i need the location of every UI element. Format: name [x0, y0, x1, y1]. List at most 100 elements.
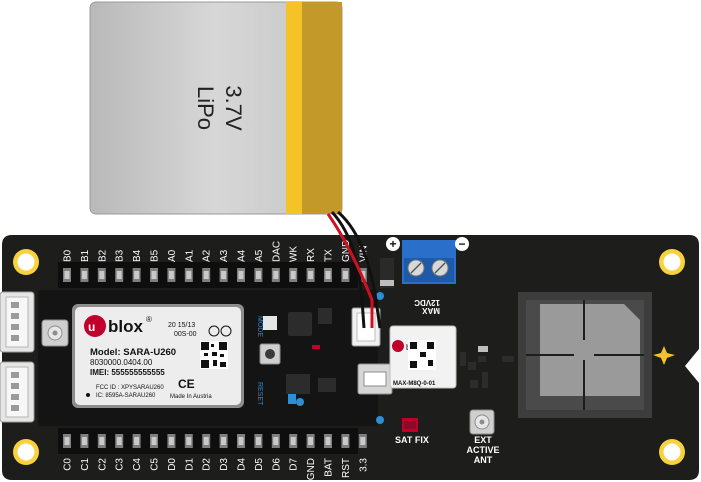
- pin-label-bottom-13: D7: [289, 458, 300, 471]
- minus-icon: [455, 237, 469, 251]
- chip: [286, 374, 310, 394]
- battery-wire-black-2: [337, 210, 382, 329]
- mode-label: MODE: [256, 316, 263, 337]
- terminal-voltage-label: 12VDC: [414, 298, 440, 307]
- gps-patch-antenna: [518, 292, 652, 418]
- svg-text:u: u: [88, 320, 95, 334]
- svg-text:−: −: [458, 237, 465, 251]
- pin-label-top-7: A1: [184, 249, 195, 262]
- pin-label-bottom-5: C5: [150, 458, 161, 471]
- pin-label-bottom-4: C4: [132, 458, 143, 471]
- smd-component: [312, 345, 320, 349]
- pin-label-bottom-16: RST: [341, 458, 352, 478]
- smd-component: [460, 352, 466, 366]
- pin-label-top-16: GND: [341, 240, 352, 262]
- pin-label-top-2: B2: [97, 249, 108, 262]
- pin-label-bottom-11: D5: [254, 458, 265, 471]
- pin-label-top-8: A2: [202, 249, 213, 262]
- svg-text:00S-00: 00S-00: [174, 331, 197, 338]
- certification-icons: [208, 325, 232, 337]
- svg-text:FCC ID : XPYSARAU260: FCC ID : XPYSARAU260: [96, 385, 164, 391]
- smd-component: [288, 394, 296, 404]
- pin-label-bottom-0: C0: [63, 458, 74, 471]
- terminal-max-label: MAX: [422, 306, 440, 315]
- gps-qr-code: [408, 340, 436, 370]
- battery-voltage-label: 3.7V: [221, 85, 246, 131]
- chip: [288, 312, 312, 336]
- pin-header-bottom: [58, 428, 367, 454]
- battery-jst-connector: [351, 307, 381, 347]
- svg-text:®: ®: [146, 315, 152, 324]
- jst-connector-bottom: [0, 361, 35, 423]
- reset-label: RESET: [256, 382, 263, 406]
- battery-type-label: LiPo: [193, 86, 218, 130]
- svg-text:CE: CE: [178, 377, 195, 391]
- pin-label-bottom-14: GND: [306, 458, 317, 480]
- sat-fix-led: [402, 418, 418, 432]
- svg-text:Made In Austria: Made In Austria: [170, 394, 212, 400]
- smd-component: [468, 362, 476, 370]
- pin-label-bottom-6: D0: [167, 458, 178, 471]
- cellular-module: u blox ® 20 15/13 00S-00 Model: SARA-U26…: [72, 304, 244, 408]
- pin-label-top-5: B5: [150, 249, 161, 262]
- pin-label-top-9: A3: [219, 249, 230, 262]
- sat-fix-label: SAT FIX: [395, 435, 429, 445]
- pin-label-top-13: WK: [289, 246, 300, 262]
- pin-label-top-12: DAC: [271, 241, 282, 262]
- svg-text:IC: 8595A-SARAU260: IC: 8595A-SARAU260: [96, 393, 156, 399]
- svg-text:blox: blox: [108, 317, 143, 336]
- ext-antenna-connector: [469, 409, 495, 435]
- jst-connector-top: [0, 291, 35, 353]
- pin-label-top-3: B3: [115, 249, 126, 262]
- battery-wire-black: [330, 210, 366, 329]
- usb-port[interactable]: [357, 363, 393, 395]
- antenna-label-line1: EXT: [474, 435, 492, 445]
- rgb-led: [263, 316, 277, 330]
- pin-label-bottom-12: D6: [271, 458, 282, 471]
- smd-component: [478, 356, 486, 362]
- pin-label-top-10: A4: [237, 249, 248, 262]
- pin-label-top-14: RX: [306, 248, 317, 262]
- svg-text:+: +: [389, 237, 396, 251]
- smd-component: [470, 380, 478, 388]
- led-spark-icon: [653, 346, 675, 365]
- antenna-label-line2: ACTIVE: [466, 445, 499, 455]
- pin-label-bottom-3: C3: [115, 458, 126, 471]
- qr-code: [200, 341, 228, 369]
- pin-label-bottom-1: C1: [80, 458, 91, 471]
- gps-module: blox MAX-M8Q-0-01: [389, 325, 457, 389]
- ublox-logo-icon: [84, 315, 106, 337]
- pin-label-top-15: TX: [324, 249, 335, 262]
- chip: [318, 378, 336, 392]
- pin-label-bottom-17: 3.3: [358, 458, 369, 472]
- pin-label-bottom-15: BAT: [324, 458, 335, 477]
- pin-header-top: [58, 262, 367, 288]
- pin-label-top-1: B1: [80, 249, 91, 262]
- power-terminal-block: + − 12VDC MAX: [386, 237, 469, 315]
- chip: [318, 308, 332, 324]
- smd-component: [502, 356, 514, 362]
- pin-label-bottom-10: D4: [237, 458, 248, 471]
- svg-text:MAX-M8Q-0-01: MAX-M8Q-0-01: [393, 381, 436, 387]
- plus-icon: [386, 237, 400, 251]
- svg-text:20 15/13: 20 15/13: [168, 322, 195, 329]
- pin-label-top-4: B4: [132, 249, 143, 262]
- svg-text:8030000.0404.00: 8030000.0404.00: [90, 358, 153, 367]
- pin-label-bottom-9: D3: [219, 458, 230, 471]
- mode-button[interactable]: [259, 343, 281, 365]
- smd-component: [296, 398, 304, 406]
- smd-component: [376, 292, 384, 300]
- pin-label-top-0: B0: [63, 249, 74, 262]
- smd-component: [376, 416, 384, 424]
- antenna-label-line3: ANT: [474, 455, 493, 465]
- svg-text:Model: SARA-U260: Model: SARA-U260: [90, 347, 176, 358]
- pin-label-bottom-2: C2: [97, 458, 108, 471]
- smd-component: [478, 346, 488, 352]
- battery-wire-red: [326, 213, 374, 328]
- lipo-battery: 3.7V LiPo: [89, 1, 343, 215]
- ufl-antenna-connector: [41, 319, 69, 347]
- ublox-logo-icon: [392, 340, 404, 352]
- pin-label-top-11: A5: [254, 249, 265, 262]
- pin-label-bottom-8: D2: [202, 458, 213, 471]
